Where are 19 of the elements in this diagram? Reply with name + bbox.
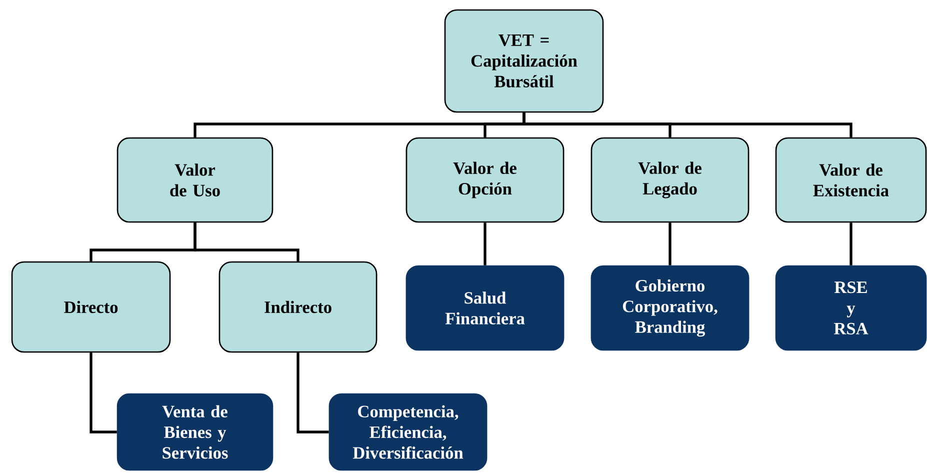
category-box: Valor de Existencia [775,137,927,223]
connector-line [484,222,486,266]
category-box: Valor de Uso [116,137,274,223]
detail-box: Venta de Bienes y Servicios [116,393,274,471]
category-box: Valor de Legado [590,137,750,223]
connector-line [296,352,329,434]
detail-box: RSE y RSA [775,265,927,351]
detail-box: Salud Financiera [406,265,564,351]
category-box: VET = Capitalización Bursátil [444,9,604,113]
connector-line [668,222,672,266]
connector-line [194,222,300,262]
category-box: Indirecto [218,261,378,353]
connector-line [90,352,117,434]
connector-line [850,222,852,266]
category-box: Directo [11,261,171,353]
connector-line [522,112,852,138]
detail-box: Gobierno Corporativo, Branding [590,265,750,351]
category-box: Valor de Opción [406,137,564,223]
detail-box: Competencia, Eficiencia, Diversificación [328,393,488,471]
